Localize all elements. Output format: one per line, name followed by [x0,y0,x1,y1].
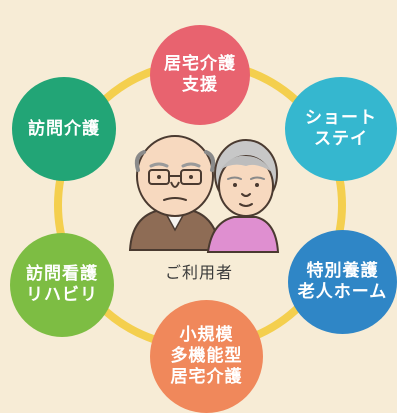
service-visit-nursing-rehab[interactable]: 訪問看護 リハビリ [10,233,114,337]
service-home-visit-care[interactable]: 訪問介護 [12,77,116,181]
service-home-care-support[interactable]: 居宅介護 支援 [150,25,250,125]
center-user-label: ご利用者 [164,263,233,282]
service-short-stay[interactable]: ショート ステイ [285,77,397,181]
service-special-nursing-home[interactable]: 特別養護 老人ホーム [288,230,397,334]
elderly-couple-illustration [128,135,280,253]
grandmother-figure [206,139,280,253]
grandfather-figure [128,135,222,251]
service-small-multifunction[interactable]: 小規模 多機能型 居宅介護 [150,300,263,413]
